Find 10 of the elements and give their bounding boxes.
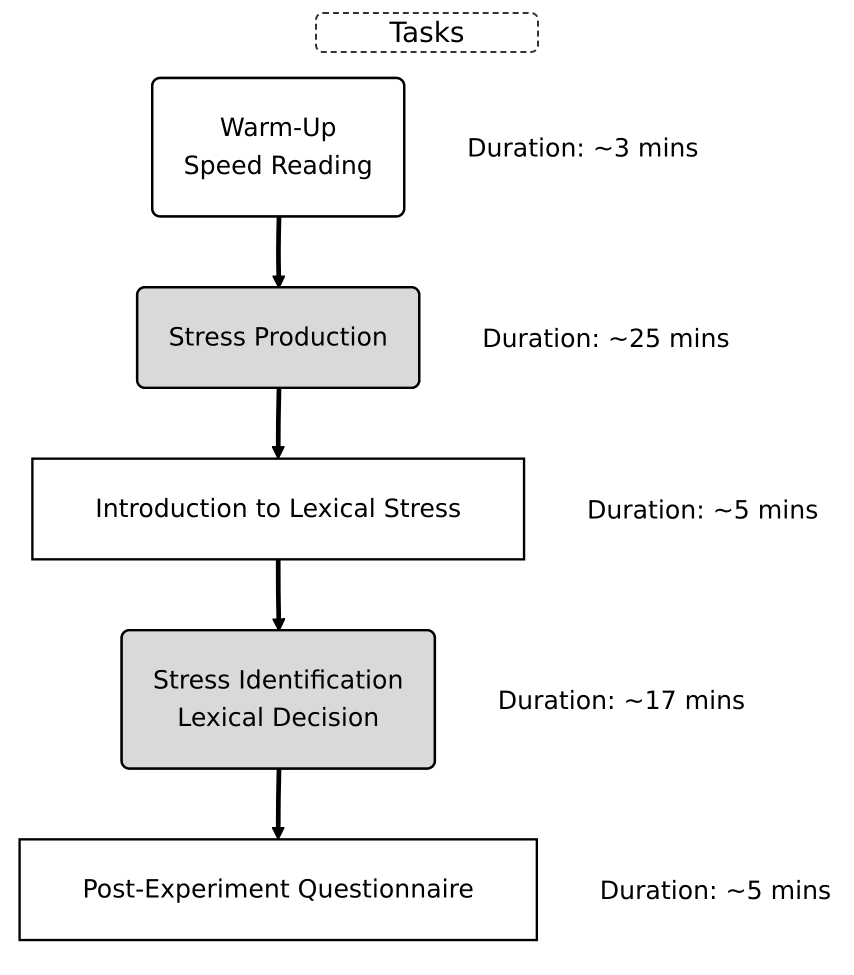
duration-note: Duration: ~25 mins — [482, 324, 730, 353]
duration-note: Duration: ~17 mins — [498, 686, 746, 715]
title: Tasks — [315, 12, 539, 53]
node-box: Introduction to Lexical Stress — [31, 457, 526, 561]
duration-note: Duration: ~3 mins — [467, 134, 698, 163]
duration-note: Duration: ~5 mins — [586, 495, 818, 524]
arrow — [271, 388, 286, 460]
node-box: Post-Experiment Questionnaire — [18, 838, 538, 942]
arrow — [271, 769, 286, 840]
duration-note: Duration: ~5 mins — [600, 876, 832, 906]
